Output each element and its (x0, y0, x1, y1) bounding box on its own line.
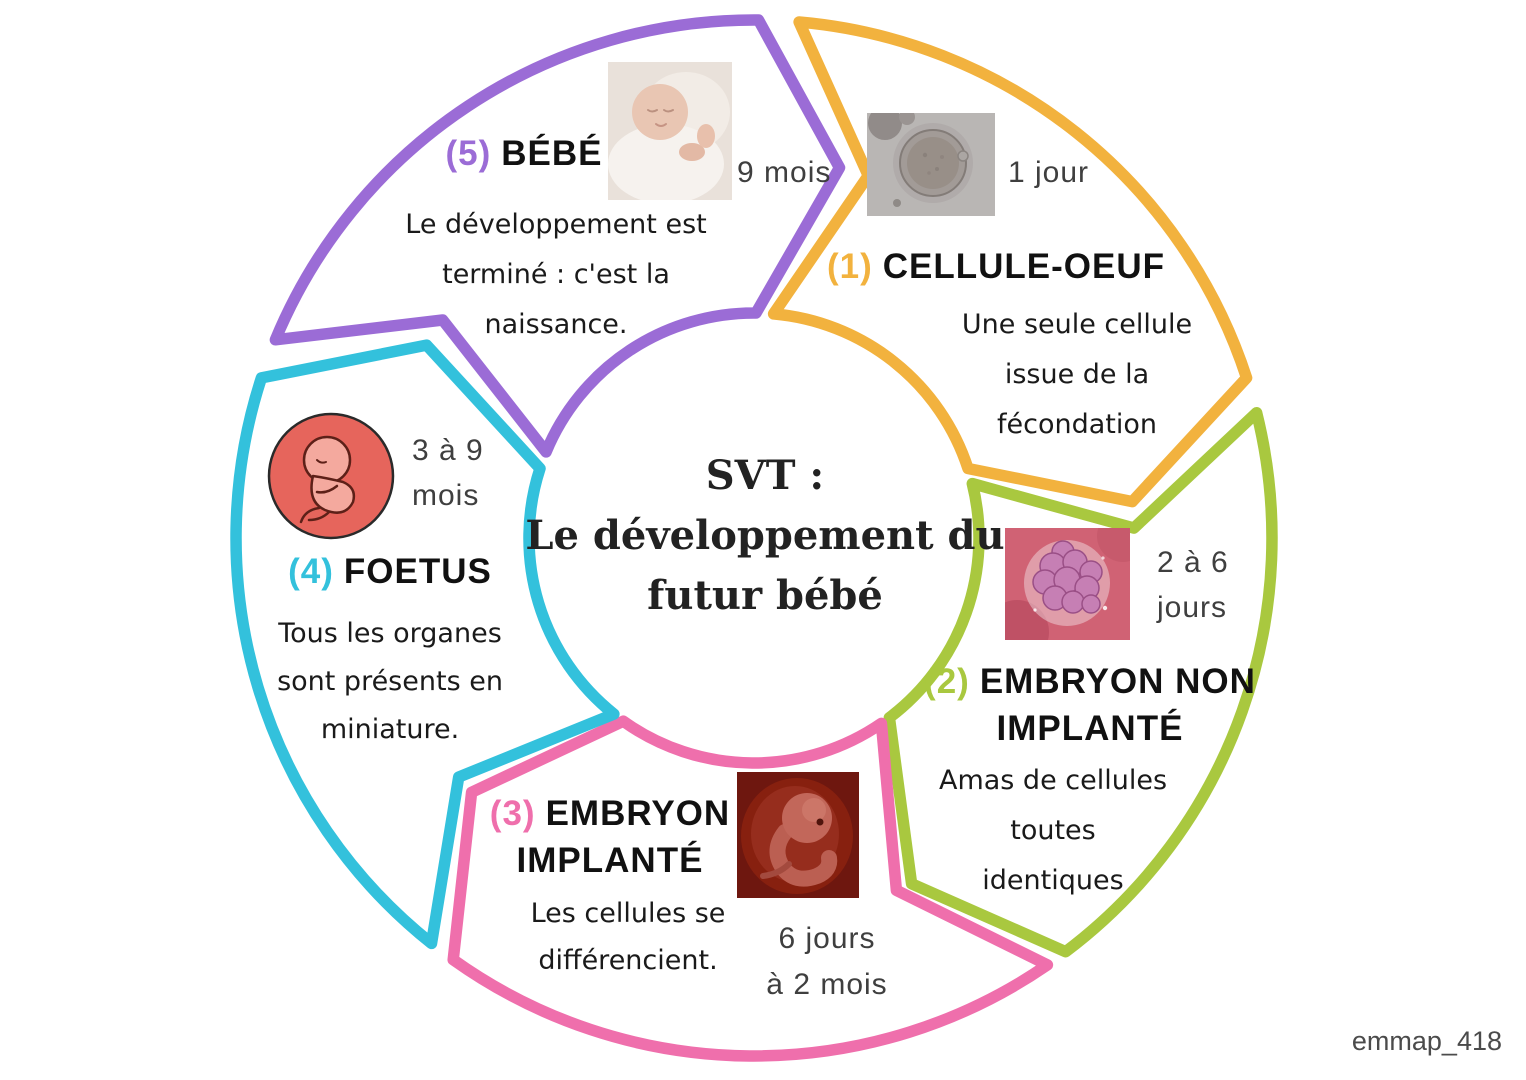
fetus-illustration (265, 410, 397, 542)
segment-heading: (1)CELLULE-OEUF (827, 243, 1165, 290)
segment-description: Tous les organes sont présents en miniat… (277, 618, 503, 745)
title-line: SVT : (705, 452, 825, 499)
step-number: (1) (826, 247, 873, 286)
duration-label: 2 à 6 jours (1157, 546, 1229, 624)
segment-description: Amas de cellules toutes identiques (938, 765, 1168, 896)
step-label: EMBRYON (545, 794, 731, 833)
step-number: (5) (445, 134, 492, 173)
arc-segment-2-embryon-non-implante (883, 406, 1278, 958)
step-label: CELLULE-OEUF (882, 247, 1166, 286)
segment-description: Le développement est terminé : c'est la … (405, 209, 707, 340)
morula-photo (1005, 528, 1130, 640)
step-number: (4) (288, 552, 334, 591)
step-label: BÉBÉ (501, 134, 603, 173)
segment-heading: (4)FOETUS (288, 548, 492, 595)
segment-description: Les cellules se différencient. (530, 898, 726, 976)
step-number: (3) (489, 794, 536, 833)
step-label: EMBRYON NON (979, 662, 1256, 701)
duration-label: 6 jours à 2 mois (766, 922, 888, 1001)
segment-heading: (3)EMBRYON IMPLANTÉ (490, 790, 730, 884)
segment-heading: (2)EMBRYON NON IMPLANTÉ (924, 658, 1256, 752)
duration-label: 9 mois (737, 156, 832, 189)
egg-cell-photo (867, 113, 995, 216)
duration-label: 3 à 9 mois (412, 434, 484, 512)
step-label: FOETUS (343, 552, 492, 591)
segment-heading: (5)BÉBÉ (445, 130, 602, 177)
page-title: SVT : Le développement du futur bébé (525, 446, 1004, 626)
title-line: futur bébé (647, 572, 883, 619)
step-label: IMPLANTÉ (996, 709, 1184, 748)
watermark: emmap_418 (1351, 1026, 1502, 1056)
step-number: (2) (924, 662, 970, 701)
embryo-photo (737, 772, 859, 898)
segment-description: Une seule cellule issue de la fécondatio… (961, 309, 1193, 440)
duration-label: 1 jour (1008, 156, 1090, 189)
baby-photo (608, 62, 732, 200)
title-line: Le développement du (525, 512, 1005, 559)
step-label: IMPLANTÉ (516, 841, 704, 880)
